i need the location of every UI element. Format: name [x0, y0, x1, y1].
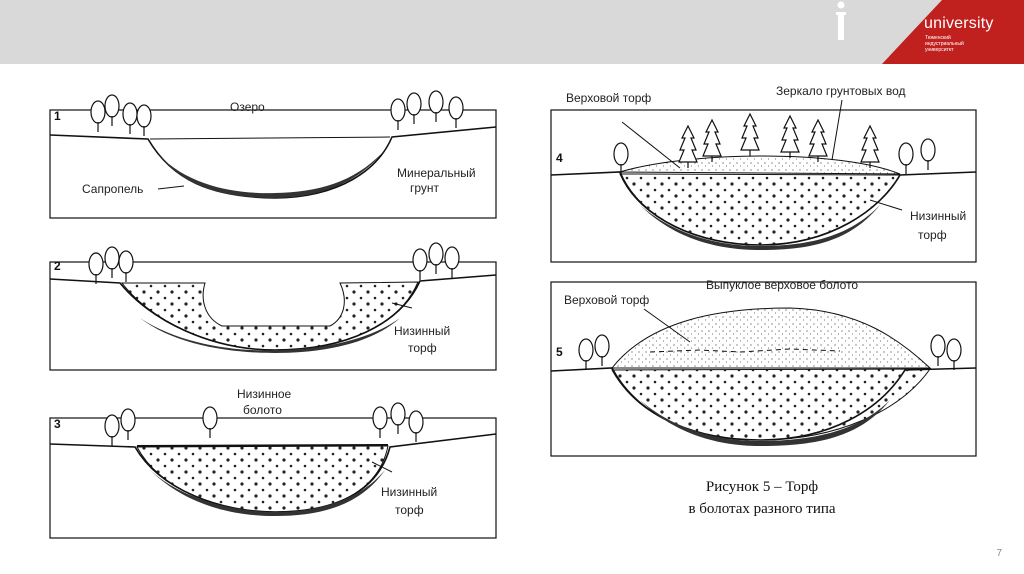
header-band	[0, 0, 1024, 64]
panel-1-number: 1	[54, 109, 61, 123]
fen-peat-label-2: Низинный	[394, 324, 450, 338]
brand-name: university	[924, 15, 994, 32]
fen-peat-label-2b: торф	[408, 341, 437, 355]
fen-peat-label-3b: торф	[395, 503, 424, 517]
fen-peat-label-3: Низинный	[381, 485, 437, 499]
raised-peat-label: Верховой торф	[566, 91, 651, 105]
water-table-label: Зеркало грунтовых вод	[776, 84, 906, 98]
panel-3-fen: 3 Низинное болото Низинный торф	[49, 387, 497, 539]
fen-bog-label-2: болото	[243, 403, 282, 417]
panel-2-number: 2	[54, 259, 61, 273]
sapropel-label: Сапропель	[82, 182, 143, 196]
fen-bog-label: Низинное	[237, 387, 292, 401]
panel-2: 2 Низинный торф	[49, 242, 497, 371]
panel-5-number: 5	[556, 345, 563, 359]
figure-caption: Рисунок 5 – Торф в болотах разного типа	[622, 476, 902, 520]
mineral-soil-label-2: грунт	[410, 181, 440, 195]
panel-1-lake: 1 Озеро Минеральный грунт Сапропель	[49, 90, 497, 219]
fen-peat-label-4: Низинный	[910, 209, 966, 223]
panel-3-number: 3	[54, 417, 61, 431]
caption-line-2: в болотах разного типа	[688, 501, 836, 517]
panel-4-number: 4	[556, 151, 563, 165]
panel-5-raised-bog: 5 Выпуклое верховое болото Верховой торф	[550, 278, 977, 457]
convex-raised-bog-label: Выпуклое верховое болото	[706, 278, 858, 292]
panel-4: 4 Верховой торф Зеркало грунтовых вод Ни…	[550, 84, 977, 263]
caption-line-1: Рисунок 5 – Торф	[705, 479, 819, 495]
university-brand: university Тюменский индустриальный унив…	[832, 0, 1024, 64]
brand-subtitle: Тюменский индустриальный университет	[925, 35, 964, 53]
brand-ribbon	[882, 0, 1024, 64]
fen-peat-label-4b: торф	[918, 228, 947, 242]
lake-label: Озеро	[230, 100, 265, 114]
page-number: 7	[996, 548, 1002, 559]
mineral-soil-label: Минеральный	[397, 166, 476, 180]
raised-peat-label-5: Верховой торф	[564, 293, 649, 307]
university-logo-icon	[836, 1, 846, 40]
